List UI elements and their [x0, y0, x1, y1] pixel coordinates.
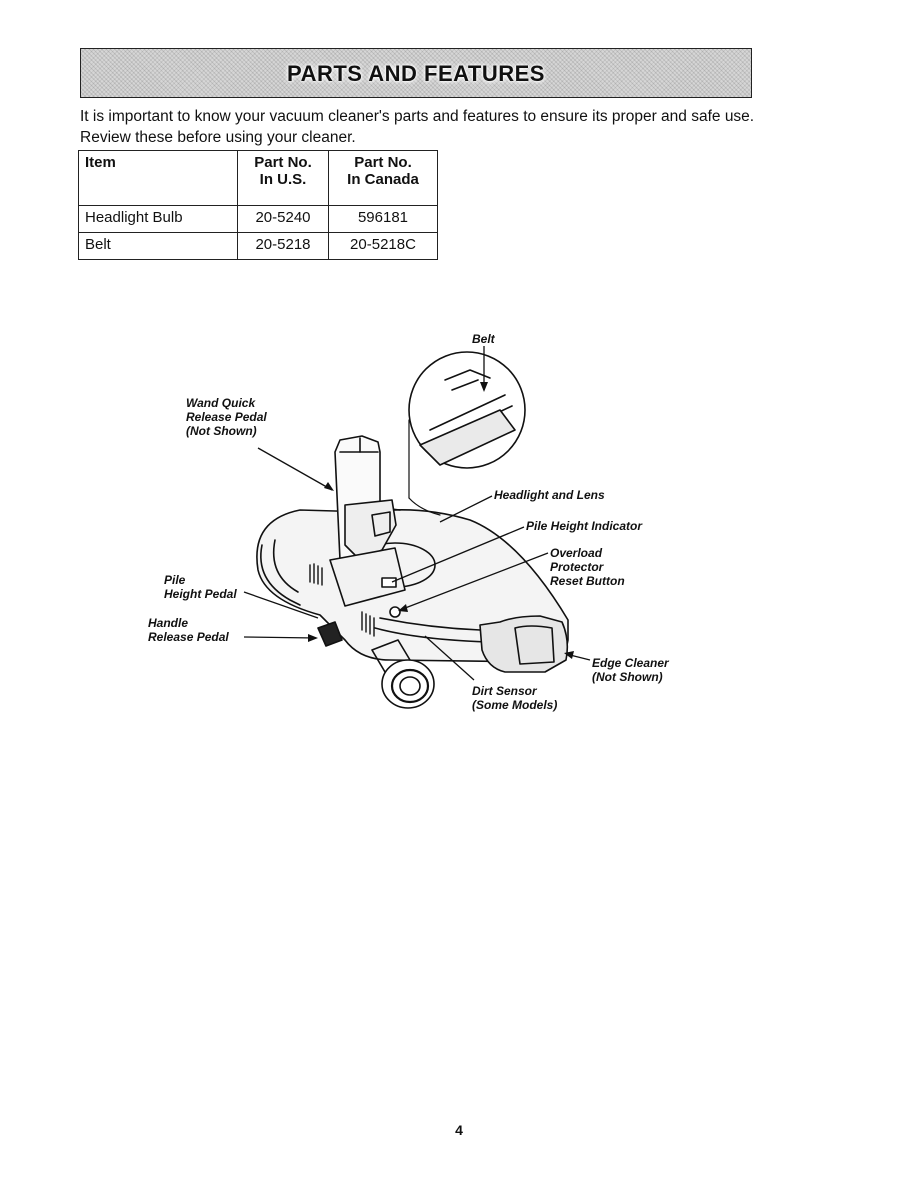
swivel-hinge — [329, 547, 406, 607]
cell-part-us: 20-5218 — [237, 232, 329, 260]
cell-part-canada: 20-5218C — [328, 232, 438, 260]
leader-wand-quick — [257, 447, 333, 491]
label-pile-height-pedal: Pile Height Pedal — [164, 573, 237, 601]
leader-dirt-sensor — [424, 635, 475, 681]
label-pile-height-indicator: Pile Height Indicator — [526, 519, 643, 533]
front-wheel — [381, 659, 435, 709]
section-banner: PARTS AND FEATURES — [80, 48, 752, 98]
label-overload-protector: Overload Protector Reset Button — [550, 546, 625, 588]
rear-wheel-housing — [260, 544, 301, 606]
header-part-us: Part No. In U.S. — [237, 150, 329, 206]
header-item: Item — [78, 150, 238, 206]
side-grille — [309, 563, 375, 637]
edge-cleaner-housing — [479, 615, 569, 673]
leader-headlight — [439, 495, 493, 523]
page-number: 4 — [455, 1122, 463, 1138]
label-handle-release-pedal: Handle Release Pedal — [148, 616, 229, 644]
leader-pile-pedal — [243, 591, 319, 619]
leader-overload — [399, 552, 549, 611]
cell-part-canada: 596181 — [328, 205, 438, 233]
leader-handle-release — [243, 636, 317, 639]
label-edge-cleaner: Edge Cleaner (Not Shown) — [592, 656, 669, 684]
header-part-canada: Part No. In Canada — [328, 150, 438, 206]
label-belt: Belt — [472, 332, 495, 346]
intro-paragraph: It is important to know your vacuum clea… — [80, 108, 755, 146]
label-wand-quick-release: Wand Quick Release Pedal (Not Shown) — [186, 396, 267, 438]
overload-reset-button — [389, 606, 401, 618]
pile-indicator-window — [381, 577, 397, 588]
handle-release-pedal-shape — [317, 621, 343, 647]
table-row: Headlight Bulb 20-5240 596181 — [78, 205, 438, 233]
label-headlight: Headlight and Lens — [494, 488, 605, 502]
label-dirt-sensor: Dirt Sensor (Some Models) — [472, 684, 558, 712]
leader-pile-indicator — [391, 526, 525, 583]
cell-part-us: 20-5240 — [237, 205, 329, 233]
banner-title: PARTS AND FEATURES — [287, 61, 545, 86]
table-row: Belt 20-5218 20-5218C — [78, 232, 438, 260]
table-header-row: Item Part No. In U.S. Part No. In Canada — [78, 150, 438, 206]
parts-table: Item Part No. In U.S. Part No. In Canada… — [78, 150, 438, 260]
cell-item: Headlight Bulb — [78, 205, 238, 233]
